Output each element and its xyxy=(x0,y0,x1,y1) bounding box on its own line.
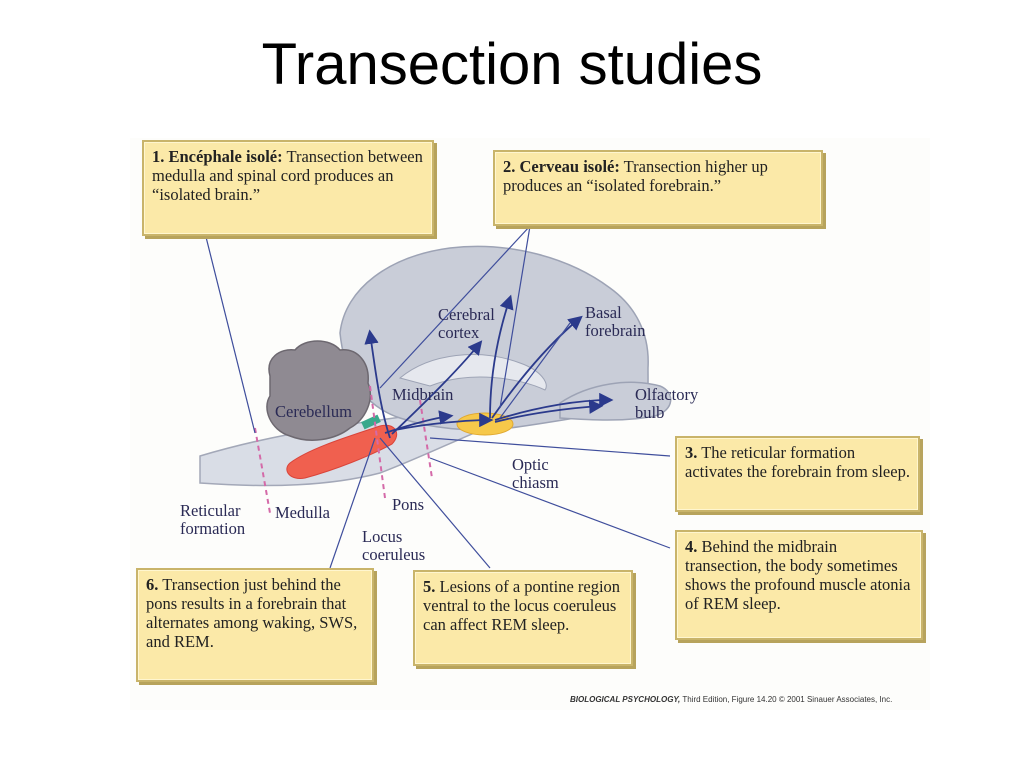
callout-1: 1. Encéphale isolé: Transection between … xyxy=(142,140,434,236)
credit-edition: Third Edition, Figure 14.20 xyxy=(680,695,777,704)
callout-4-number: 4. xyxy=(685,537,698,556)
cerebellum-shape xyxy=(266,340,371,441)
slide-title: Transection studies xyxy=(261,32,763,97)
callout-3: 3. The reticular formation activates the… xyxy=(675,436,920,512)
callout-4-text: Behind the midbrain transection, the bod… xyxy=(685,537,911,613)
callout-1-text: Transection between medulla and spinal c… xyxy=(152,147,423,204)
callout-6: 6. Transection just behind the pons resu… xyxy=(136,568,374,682)
callout-2-text: Transection higher up produces an “isola… xyxy=(503,157,768,195)
credit-copyright: © 2001 Sinauer Associates, Inc. xyxy=(776,695,893,704)
callout-6-text: Transection just behind the pons results… xyxy=(146,575,358,651)
brain-diagram xyxy=(199,225,672,569)
callout-5-number: 5. xyxy=(423,577,436,596)
callout-1-number: 1. xyxy=(152,147,165,166)
label-locus-coeruleus: Locus coeruleus xyxy=(362,527,426,564)
activation-arrows xyxy=(364,294,614,439)
callout-6-number: 6. xyxy=(146,575,159,594)
callout-2-number: 2. xyxy=(503,157,516,176)
label-optic-chiasm: Optic chiasm xyxy=(512,455,559,492)
callout-5: 5. Lesions of a pontine region ventral t… xyxy=(413,570,633,666)
transection-line-3 xyxy=(419,399,433,479)
label-olfactory-bulb: Olfactory bulb xyxy=(635,385,699,422)
callout-3-text: The reticular formation activates the fo… xyxy=(685,443,910,481)
callout-4: 4. Behind the midbrain transection, the … xyxy=(675,530,923,640)
reticular-formation-shape xyxy=(286,424,398,480)
label-pons: Pons xyxy=(392,495,425,514)
corpus-shape xyxy=(398,354,547,391)
olfactory-bulb-shape xyxy=(559,381,672,421)
label-cerebral-cortex: Cerebral cortex xyxy=(438,305,495,342)
locus-coeruleus-shape xyxy=(361,414,381,430)
brain-figure: 1. Encéphale isolé: Transection between … xyxy=(130,138,930,710)
callout-3-number: 3. xyxy=(685,443,698,462)
credit-book: BIOLOGICAL PSYCHOLOGY, xyxy=(570,695,681,704)
label-midbrain: Midbrain xyxy=(392,385,454,404)
callout-2: 2. Cerveau isolé: Transection higher up … xyxy=(493,150,823,226)
label-reticular-formation: Reticular formation xyxy=(180,501,246,538)
figure-credit: BIOLOGICAL PSYCHOLOGY, Third Edition, Fi… xyxy=(570,695,892,704)
label-medulla: Medulla xyxy=(275,503,330,522)
label-basal-forebrain: Basal forebrain xyxy=(585,303,646,340)
leader-lines xyxy=(204,225,671,569)
callout-1-heading: Encéphale isolé: xyxy=(168,147,283,166)
transection-line-2 xyxy=(369,385,386,499)
callout-2-heading: Cerveau isolé: xyxy=(519,157,620,176)
label-cerebellum: Cerebellum xyxy=(275,402,352,421)
callout-5-text: Lesions of a pontine region ventral to t… xyxy=(423,577,621,634)
